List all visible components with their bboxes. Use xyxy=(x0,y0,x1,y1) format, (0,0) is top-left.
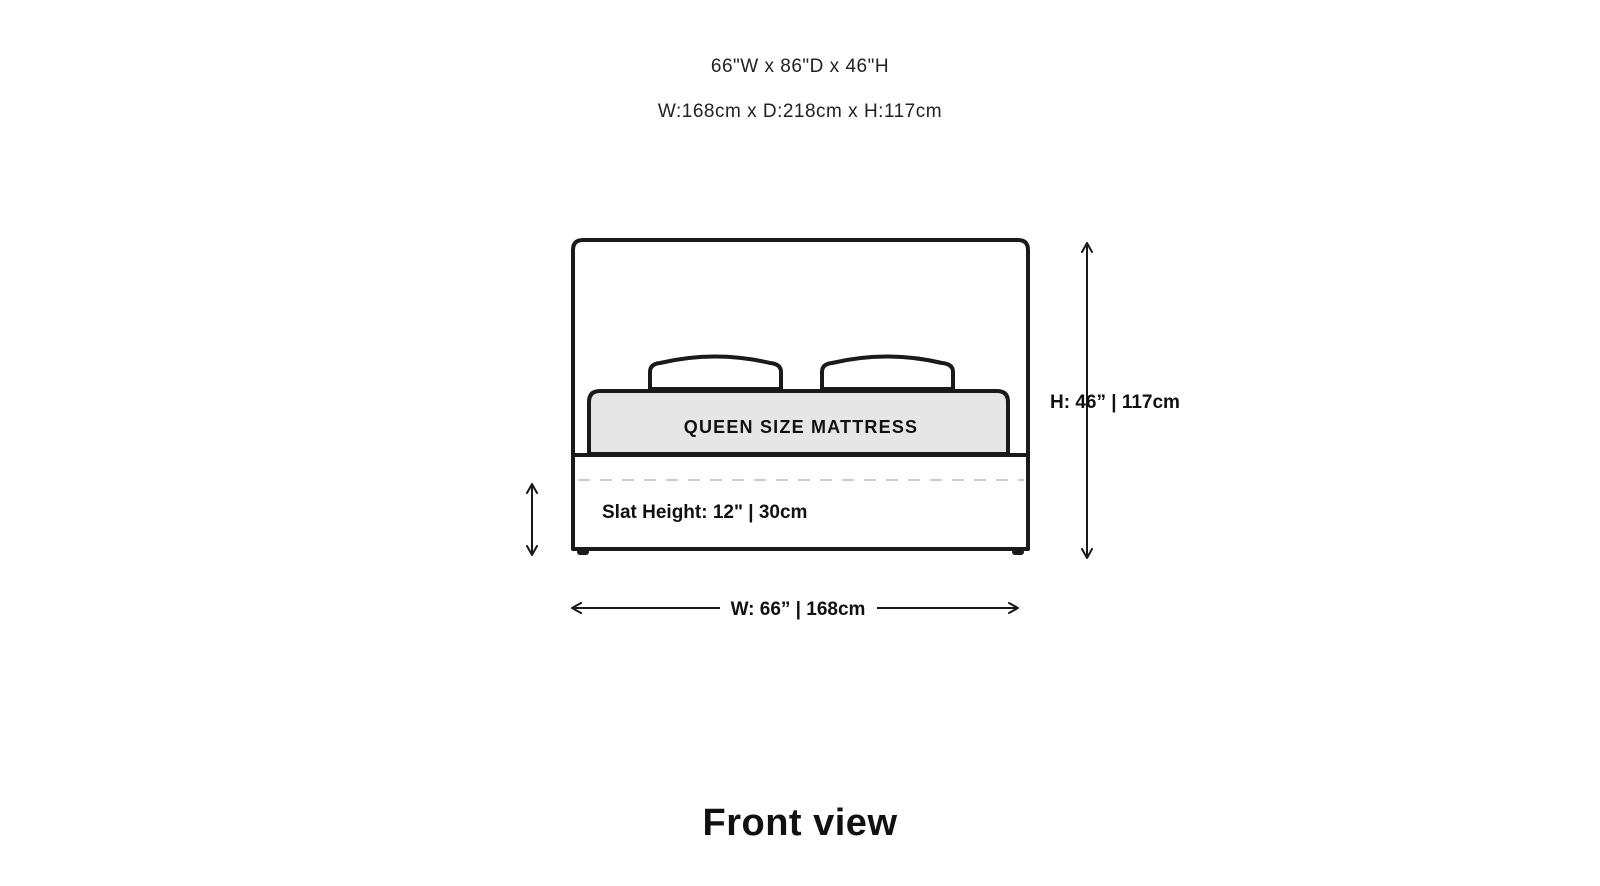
height-label: H: 46” | 117cm xyxy=(1050,392,1180,413)
bed-foot-right xyxy=(1012,549,1024,555)
view-title: Front view xyxy=(702,802,898,844)
slat-height-label: Slat Height: 12" | 30cm xyxy=(602,502,807,523)
mattress xyxy=(587,389,1010,456)
mattress-label: QUEEN SIZE MATTRESS xyxy=(684,417,919,437)
pillow-right xyxy=(820,354,955,391)
dimensions-metric: W:168cm x D:218cm x H:117cm xyxy=(657,101,943,122)
pillow-left xyxy=(648,354,783,391)
dimensions-imperial: 66"W x 86"D x 46"H xyxy=(710,56,890,77)
width-label: W: 66” | 168cm xyxy=(731,599,866,620)
bed-foot-left xyxy=(577,549,589,555)
